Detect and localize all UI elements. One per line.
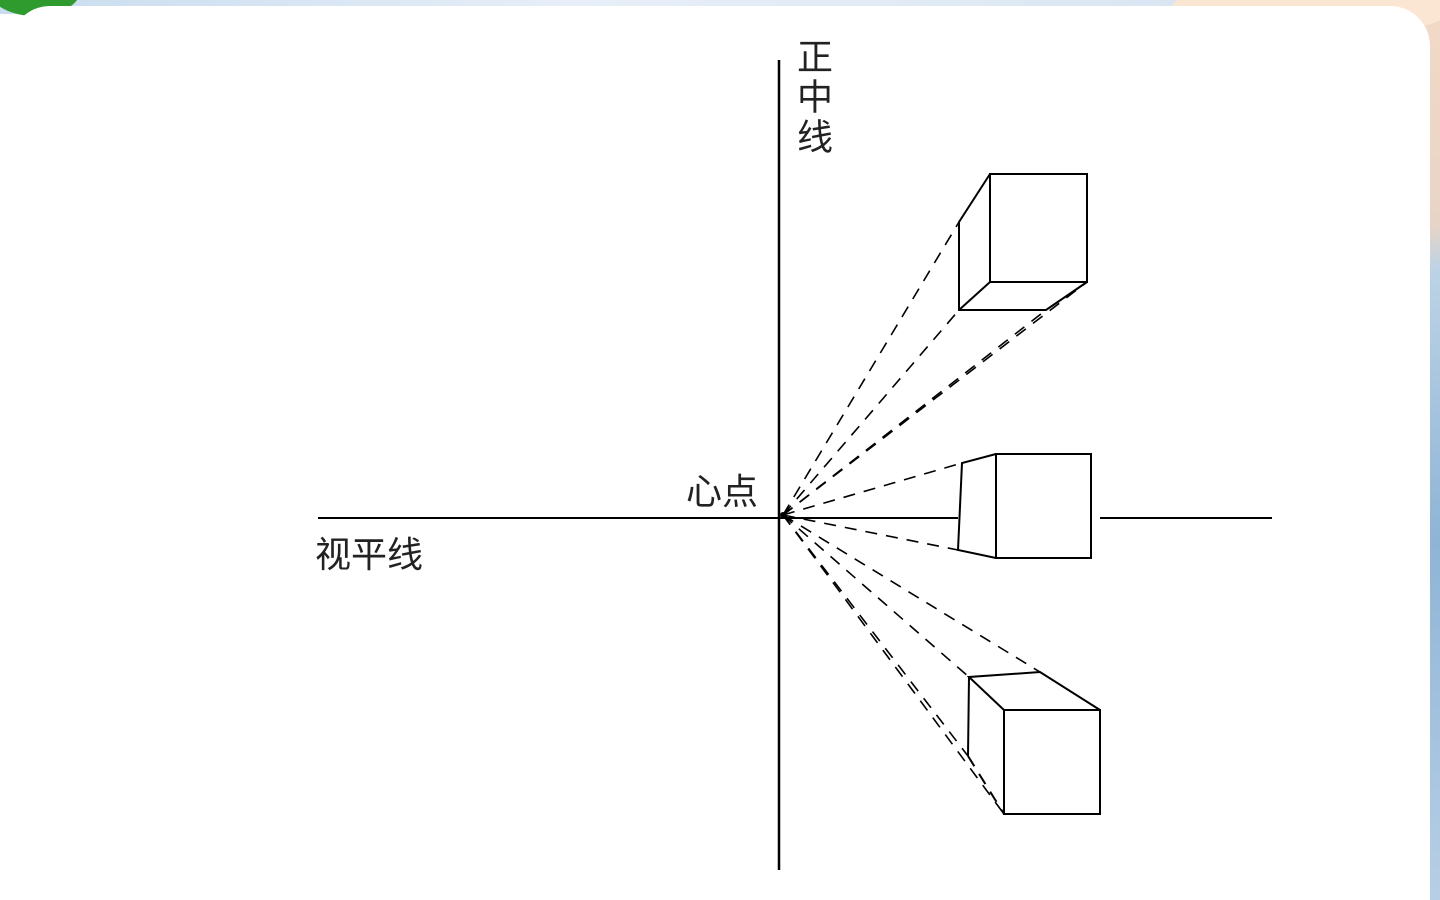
top-convergence-lines	[782, 221, 1088, 516]
vertical-axis-label: 正中线	[791, 38, 832, 158]
top-cube	[958, 173, 1088, 311]
middle-convergence-lines	[782, 462, 963, 551]
center-point-label: 心点	[686, 472, 759, 513]
middle-cube	[956, 453, 1092, 559]
bottom-cube	[966, 670, 1101, 815]
horizontal-axis-label: 视平线	[315, 535, 424, 576]
bottom-convergence-lines	[782, 514, 1041, 815]
diagram-canvas	[10, 6, 1430, 900]
